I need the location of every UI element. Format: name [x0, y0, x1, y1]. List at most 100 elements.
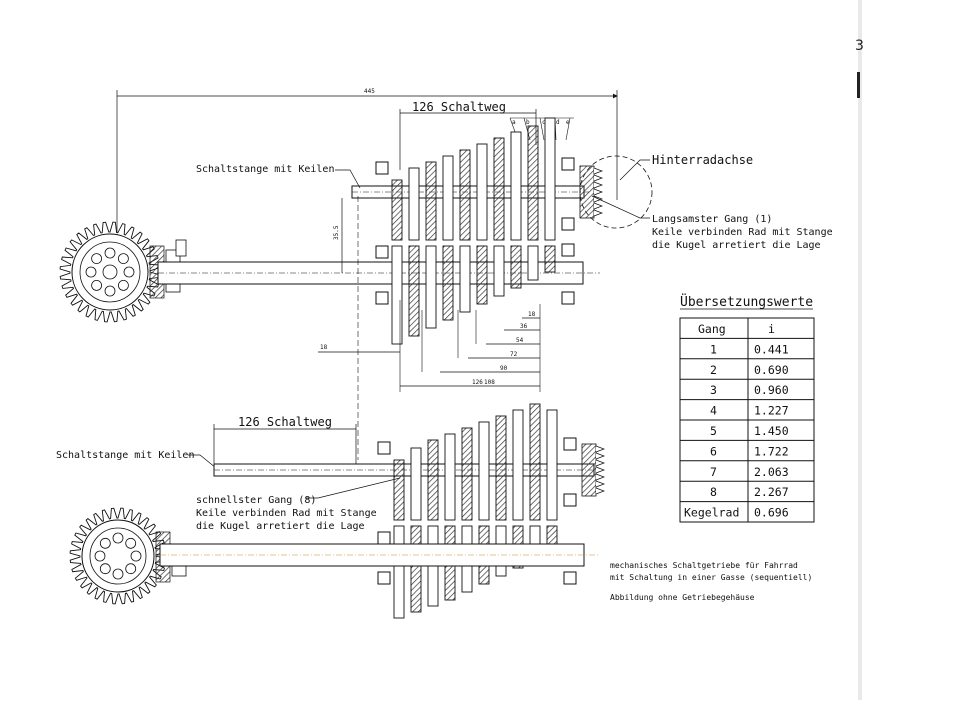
svg-text:108: 108	[484, 379, 495, 386]
small-bevel-gear-top	[579, 165, 603, 219]
drawing-sheet: 445 126 Schaltweg a b c d	[56, 88, 833, 619]
fastest-gear-note: schnellster Gang (8) Keile verbinden Rad…	[196, 495, 377, 532]
table-cell-ratio: 0.960	[754, 383, 789, 397]
svg-text:Langsamster Gang (1): Langsamster Gang (1)	[652, 214, 772, 225]
top-small-dims: a b c d e	[509, 117, 574, 141]
gear-blank	[427, 439, 439, 521]
gutter-page-mark: 3	[855, 38, 864, 54]
table-cell-ratio: 1.227	[754, 404, 789, 418]
gear-blank	[393, 525, 405, 619]
svg-text:72: 72	[510, 351, 518, 358]
shift-travel-top-text: 126 Schaltweg	[412, 100, 506, 114]
svg-text:18: 18	[528, 311, 536, 318]
table-row: 5 1.450	[710, 424, 789, 438]
gear-blank	[544, 245, 556, 273]
bottom-assembly: 126 Schaltweg Schaltstange mit Keilen	[56, 403, 812, 619]
gear-blank	[478, 421, 490, 521]
gear-blank	[493, 137, 505, 241]
svg-text:90: 90	[500, 365, 508, 372]
svg-text:schnellster Gang (8): schnellster Gang (8)	[196, 495, 316, 506]
svg-text:Keile verbinden Rad mit Stange: Keile verbinden Rad mit Stange	[196, 508, 377, 519]
table-cell-gang: 1	[710, 342, 717, 356]
shift-rod-top-label: Schaltstange mit Keilen	[196, 164, 334, 175]
lower-gear-stack-top	[391, 245, 556, 345]
vertical-dim-text: 35.5	[333, 225, 340, 240]
table-cell-ratio: 0.690	[754, 363, 789, 377]
gear-blank	[527, 245, 539, 281]
gear-blank	[391, 245, 403, 345]
svg-text:Abbildung ohne Getriebegehäuse: Abbildung ohne Getriebegehäuse	[610, 593, 755, 602]
gearbox-drawing: 445 126 Schaltweg a b c d	[56, 88, 833, 619]
table-cell-gang: 5	[710, 424, 717, 438]
bearings-bottom	[377, 437, 577, 585]
table-cell-ratio: 2.267	[754, 485, 789, 499]
table-cell-ratio: 0.441	[754, 342, 789, 356]
bearings-top	[375, 157, 575, 305]
gear-blank	[442, 245, 454, 321]
table-header-i: i	[768, 322, 775, 336]
gear-blank	[425, 161, 437, 241]
gear-blank	[410, 525, 422, 613]
gear-blank	[393, 459, 405, 521]
gear-blank	[546, 409, 558, 521]
gear-blank	[495, 415, 507, 521]
table-cell-gang: 6	[710, 444, 717, 458]
gear-blank	[510, 131, 522, 241]
svg-text:54: 54	[516, 337, 524, 344]
gutter-strip	[858, 0, 862, 700]
gear-blank	[544, 117, 556, 241]
small-bevel-gear-bottom	[581, 443, 605, 497]
svg-text:die Kugel arretiert die Lage: die Kugel arretiert die Lage	[196, 521, 365, 532]
rear-axle-label: Hinterradachse	[652, 153, 753, 167]
gear-blank	[442, 155, 454, 241]
table-cell-ratio: 0.696	[754, 506, 789, 520]
shift-rod-bottom-label: Schaltstange mit Keilen	[56, 450, 194, 461]
table-row: Kegelrad 0.696	[684, 506, 789, 520]
table-cell-gang: 4	[710, 404, 717, 418]
svg-text:die Kugel arretiert die Lage: die Kugel arretiert die Lage	[652, 240, 821, 251]
left-bevel-gear-top	[59, 221, 187, 323]
left-bevel-gear-bottom	[69, 507, 187, 605]
lower-gear-stack-bottom	[393, 525, 558, 619]
upper-gear-stack-bottom	[393, 403, 558, 521]
gear-holes	[85, 247, 135, 297]
top-dim-e: e	[566, 119, 570, 126]
table-row: 4 1.227	[710, 404, 789, 418]
table-cell-gang: 7	[710, 465, 717, 479]
upper-gear-stack-top	[391, 117, 556, 241]
shift-travel-bottom-text: 126 Schaltweg	[238, 415, 332, 429]
ratio-table-title: Übersetzungswerte	[680, 293, 813, 310]
gear-blank	[459, 245, 471, 313]
gear-blank	[527, 125, 539, 241]
gutter-marker-bar	[857, 72, 860, 98]
svg-text:Keile verbinden Rad mit Stange: Keile verbinden Rad mit Stange	[652, 227, 833, 238]
table-header-gang: Gang	[698, 322, 726, 336]
gear-blank	[410, 447, 422, 521]
top-dim-a: a	[512, 119, 516, 126]
gear-blank	[512, 409, 524, 521]
gear-blank	[510, 245, 522, 289]
svg-text:36: 36	[520, 323, 528, 330]
gear-blank	[461, 427, 473, 521]
gear-blank	[529, 403, 541, 521]
gear-holes	[94, 532, 142, 580]
dim-445-text: 445	[364, 88, 375, 95]
table-cell-ratio: 1.722	[754, 444, 789, 458]
table-cell-gang: Kegelrad	[684, 506, 739, 520]
gear-blank	[408, 245, 420, 337]
gear-blank	[444, 433, 456, 521]
top-dim-d: d	[556, 119, 560, 126]
top-dim-c: c	[542, 119, 546, 126]
table-row: 1 0.441	[710, 342, 789, 356]
stepped-dims: 18 18 36 54 72 90 126 108	[318, 300, 541, 392]
gear-blank	[476, 245, 488, 305]
svg-text:mit Schaltung in einer Gasse (: mit Schaltung in einer Gasse (sequentiel…	[610, 573, 812, 582]
gear-blank	[425, 245, 437, 329]
table-cell-ratio: 1.450	[754, 424, 789, 438]
svg-text:126: 126	[472, 379, 483, 386]
